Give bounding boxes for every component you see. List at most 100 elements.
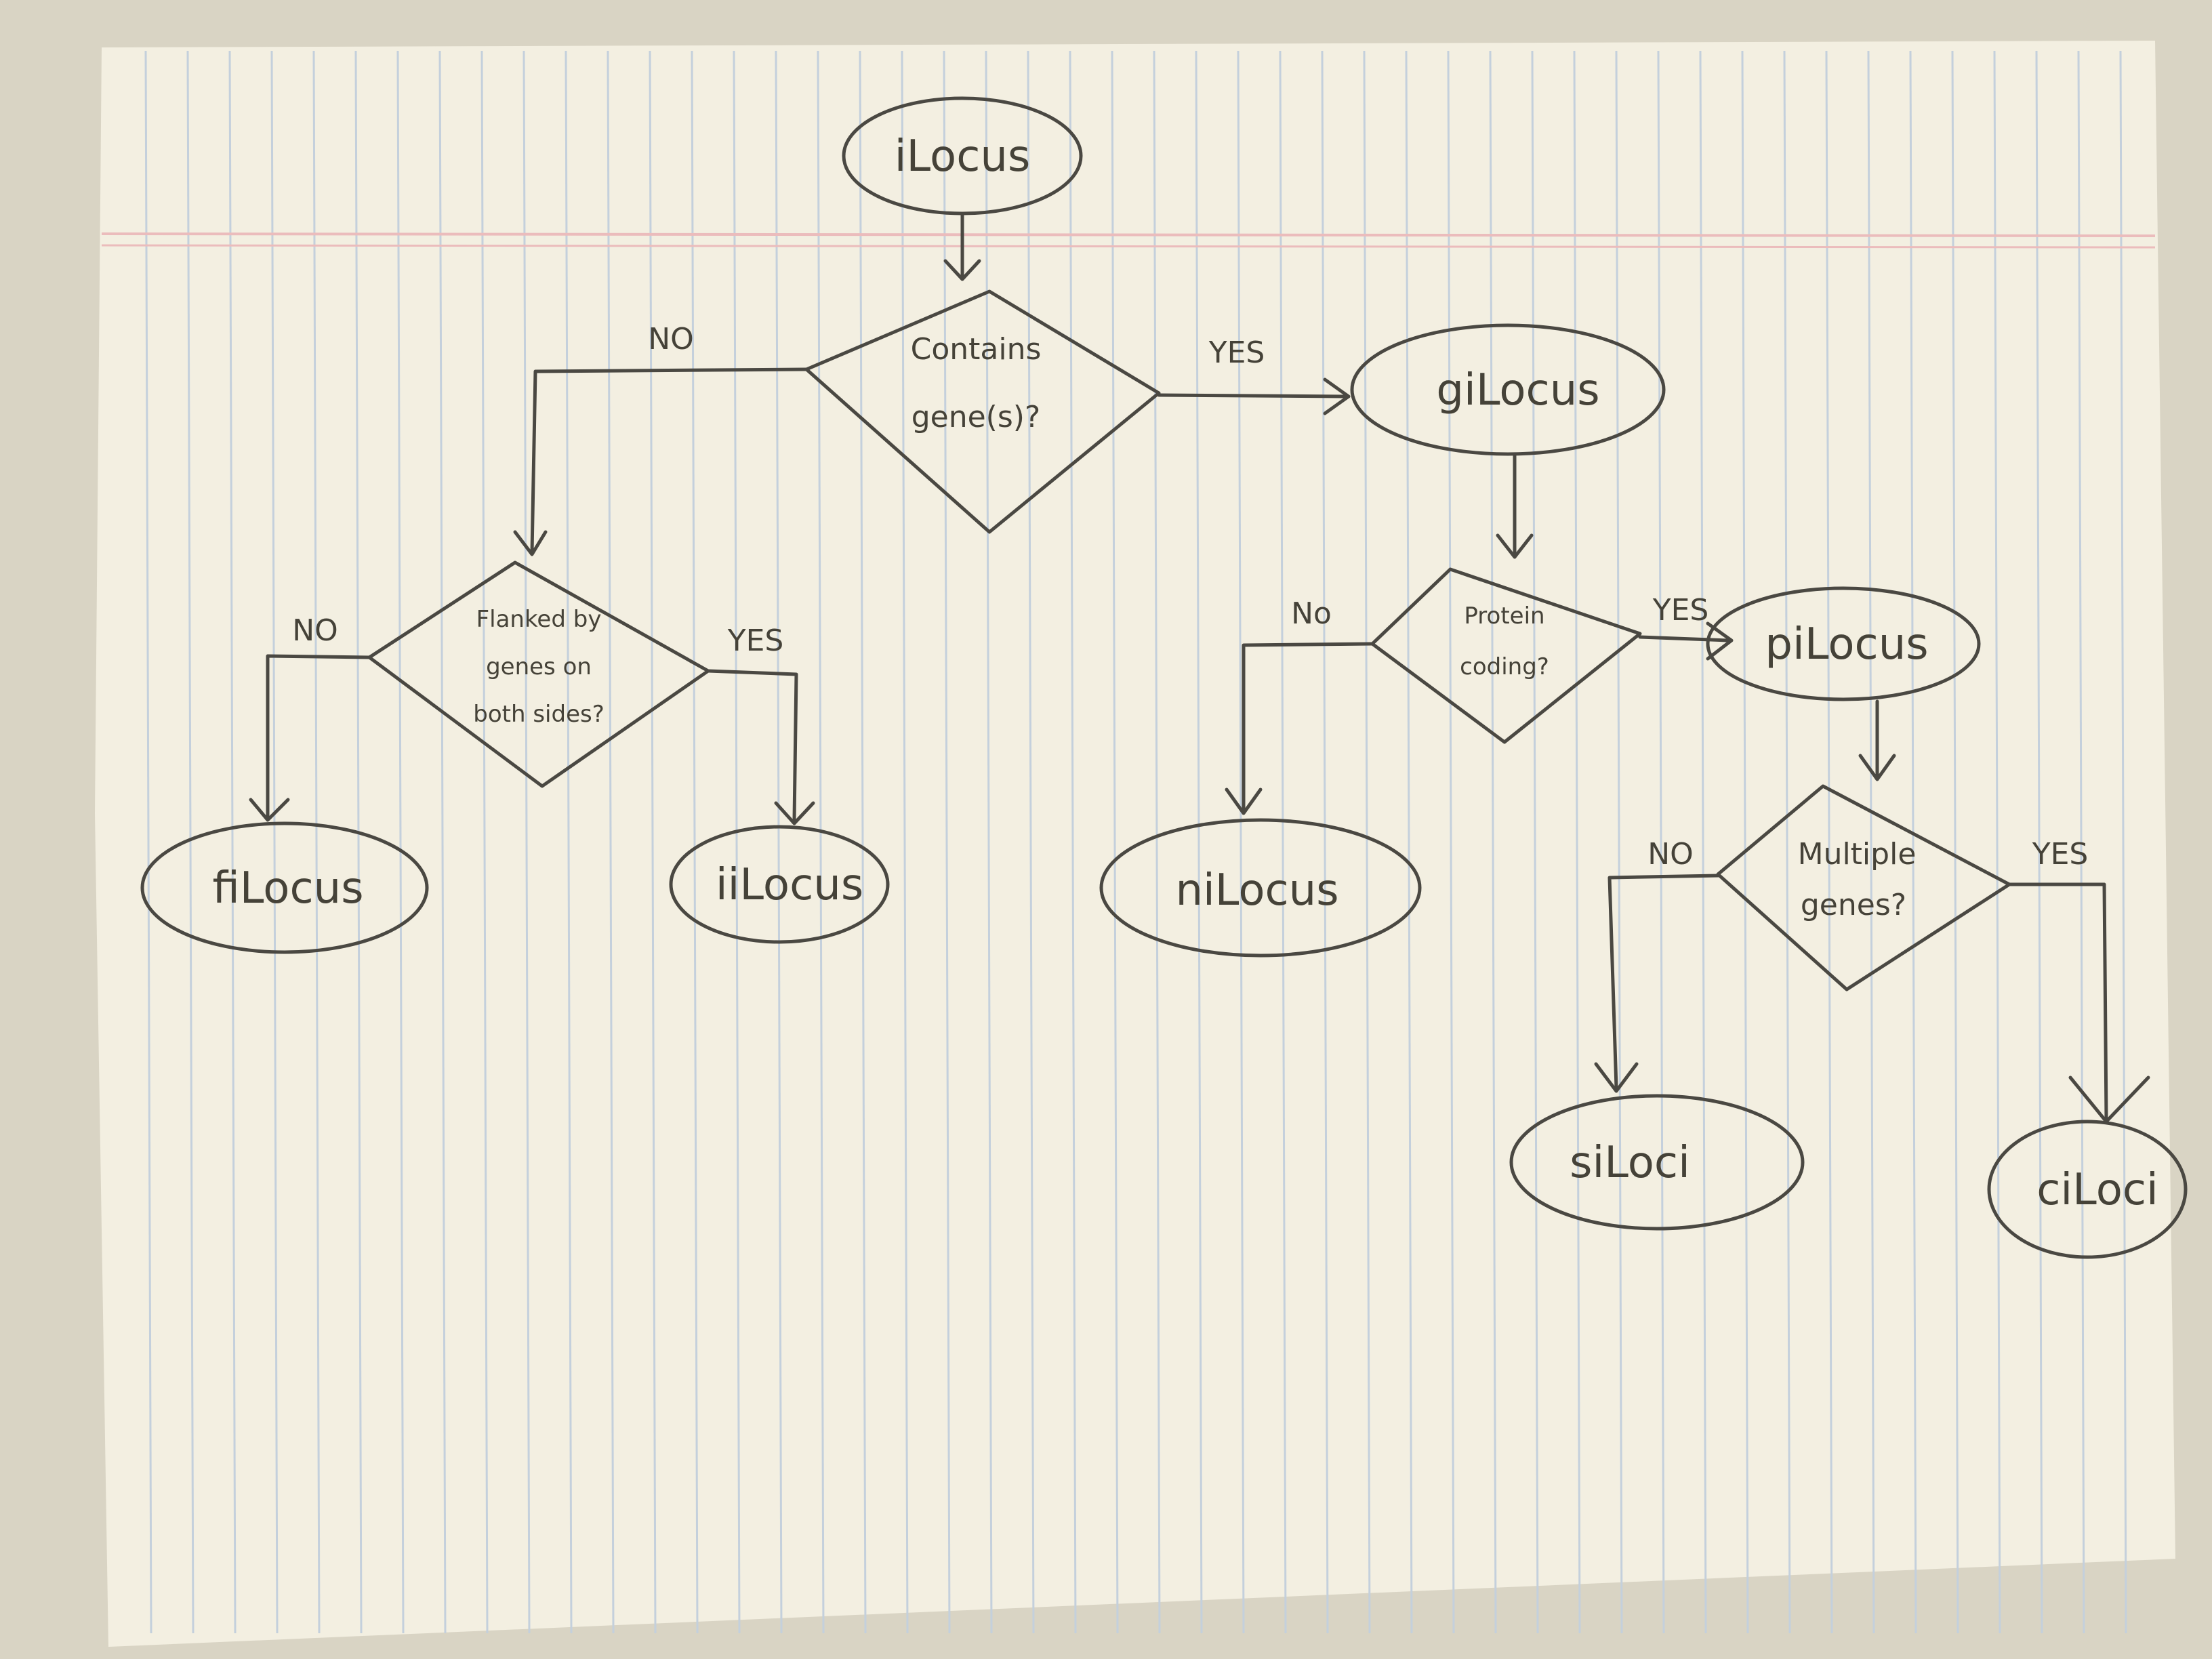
arrow-multiple-no <box>1594 874 1720 1093</box>
rule-line <box>943 50 951 1634</box>
rule-line <box>270 50 279 1634</box>
node-ilocus-label: iLocus <box>895 131 1031 182</box>
decision-flanked-line2: genes on <box>486 653 592 680</box>
rule-line <box>1993 50 2001 1634</box>
arrow-ilocus-to-contains <box>943 211 981 281</box>
decision-contains-genes-line2: gene(s)? <box>912 400 1041 434</box>
decision-multiple-genes-line1: Multiple <box>1798 837 1917 872</box>
arrow-pilocus-to-multiple <box>1858 699 1896 781</box>
decision-contains-genes-line1: Contains <box>911 332 1042 367</box>
edge-label-multiple-no: NO <box>1647 837 1694 872</box>
arrow-multiple-yes <box>2007 882 2150 1124</box>
rule-line <box>2119 50 2127 1634</box>
decision-flanked: Flanked by genes on both sides? <box>367 560 710 788</box>
edge-label-protein-no: No <box>1291 596 1332 631</box>
rule-line <box>144 50 152 1634</box>
arrow-contains-no <box>513 367 808 556</box>
rule-line <box>1741 50 1749 1634</box>
rule-line <box>1279 50 1287 1634</box>
decision-flanked-line3: both sides? <box>473 701 605 728</box>
decision-contains-genes: Contains gene(s)? <box>804 289 1161 534</box>
rule-line <box>1405 50 1413 1634</box>
node-pilocus-label: piLocus <box>1765 619 1928 670</box>
edge-label-multiple-yes: YES <box>2032 837 2089 872</box>
rule-line <box>649 50 657 1634</box>
rule-line <box>1615 50 1623 1634</box>
paper-rule-lines <box>144 50 2127 1634</box>
rule-line <box>985 50 993 1634</box>
node-iilocus-label: iiLocus <box>716 860 863 910</box>
node-ilocus: iLocus <box>842 96 1083 216</box>
rule-line <box>228 50 237 1634</box>
rule-line <box>1447 50 1455 1634</box>
edge-label-flanked-no: NO <box>292 613 338 648</box>
edge-label-flanked-yes: YES <box>727 623 784 658</box>
node-siloci-label: siLoci <box>1570 1138 1690 1188</box>
edge-label-contains-yes: YES <box>1208 335 1265 370</box>
paper-sheet <box>95 41 2175 1647</box>
edge-label-contains-no: NO <box>648 322 694 356</box>
rule-line <box>1825 50 1833 1634</box>
rule-line <box>396 50 405 1634</box>
rule-line <box>1195 50 1203 1634</box>
rule-line <box>901 50 909 1634</box>
rule-line <box>607 50 615 1634</box>
decision-protein-coding-line2: coding? <box>1460 653 1549 680</box>
edge-label-protein-yes: YES <box>1652 593 1709 628</box>
arrow-protein-no <box>1225 642 1374 815</box>
decision-protein-coding-line1: Protein <box>1464 602 1544 630</box>
arrow-flanked-yes <box>706 669 815 825</box>
rule-line <box>1657 50 1665 1634</box>
rule-line <box>1951 50 1959 1634</box>
arrow-protein-yes <box>1638 621 1734 661</box>
rule-line <box>1699 50 1707 1634</box>
rule-line <box>523 50 531 1634</box>
rule-line <box>1909 50 1917 1634</box>
decision-flanked-line1: Flanked by <box>476 606 602 633</box>
rule-line <box>1363 50 1371 1634</box>
rule-line <box>312 50 321 1634</box>
rule-line <box>859 50 867 1634</box>
rule-line <box>1531 50 1539 1634</box>
rule-line <box>1489 50 1497 1634</box>
node-siloci: siLoci <box>1509 1094 1805 1231</box>
node-gilocus: giLocus <box>1350 323 1666 456</box>
node-pilocus: piLocus <box>1706 586 1981 701</box>
node-ciloci-label: ciLoci <box>2036 1165 2158 1215</box>
rule-line <box>186 50 194 1634</box>
rule-line <box>775 50 783 1634</box>
rule-line <box>817 50 825 1634</box>
node-filocus: fiLocus <box>140 821 429 954</box>
arrow-contains-yes <box>1157 377 1351 415</box>
rule-line <box>691 50 699 1634</box>
rule-line <box>1153 50 1161 1634</box>
node-nilocus-label: niLocus <box>1175 865 1338 916</box>
node-iilocus: iiLocus <box>669 825 890 944</box>
rule-line <box>1783 50 1791 1634</box>
node-filocus-label: fiLocus <box>212 863 363 914</box>
rule-line <box>1573 50 1581 1634</box>
rule-line <box>565 50 573 1634</box>
rule-line <box>2035 50 2043 1634</box>
decision-multiple-genes-line2: genes? <box>1801 888 1906 922</box>
decision-protein-coding: Protein coding? <box>1370 567 1642 744</box>
rule-line <box>1321 50 1329 1634</box>
rule-line <box>733 50 741 1634</box>
rule-line <box>1237 50 1245 1634</box>
arrow-flanked-no <box>249 654 371 822</box>
node-nilocus: niLocus <box>1099 818 1422 958</box>
decision-multiple-genes: Multiple genes? <box>1716 784 2011 991</box>
rule-line <box>354 50 363 1634</box>
rule-line <box>1867 50 1875 1634</box>
rule-line <box>438 50 447 1634</box>
rule-line <box>480 50 489 1634</box>
node-ciloci: ciLoci <box>1987 1120 2188 1259</box>
node-gilocus-label: giLocus <box>1436 365 1599 415</box>
margin-line <box>101 232 2156 237</box>
margin-line-2 <box>101 244 2156 249</box>
rule-line <box>2077 50 2085 1634</box>
rule-line <box>1111 50 1119 1634</box>
rule-line <box>1069 50 1077 1634</box>
arrow-gilocus-to-protein <box>1496 452 1534 559</box>
